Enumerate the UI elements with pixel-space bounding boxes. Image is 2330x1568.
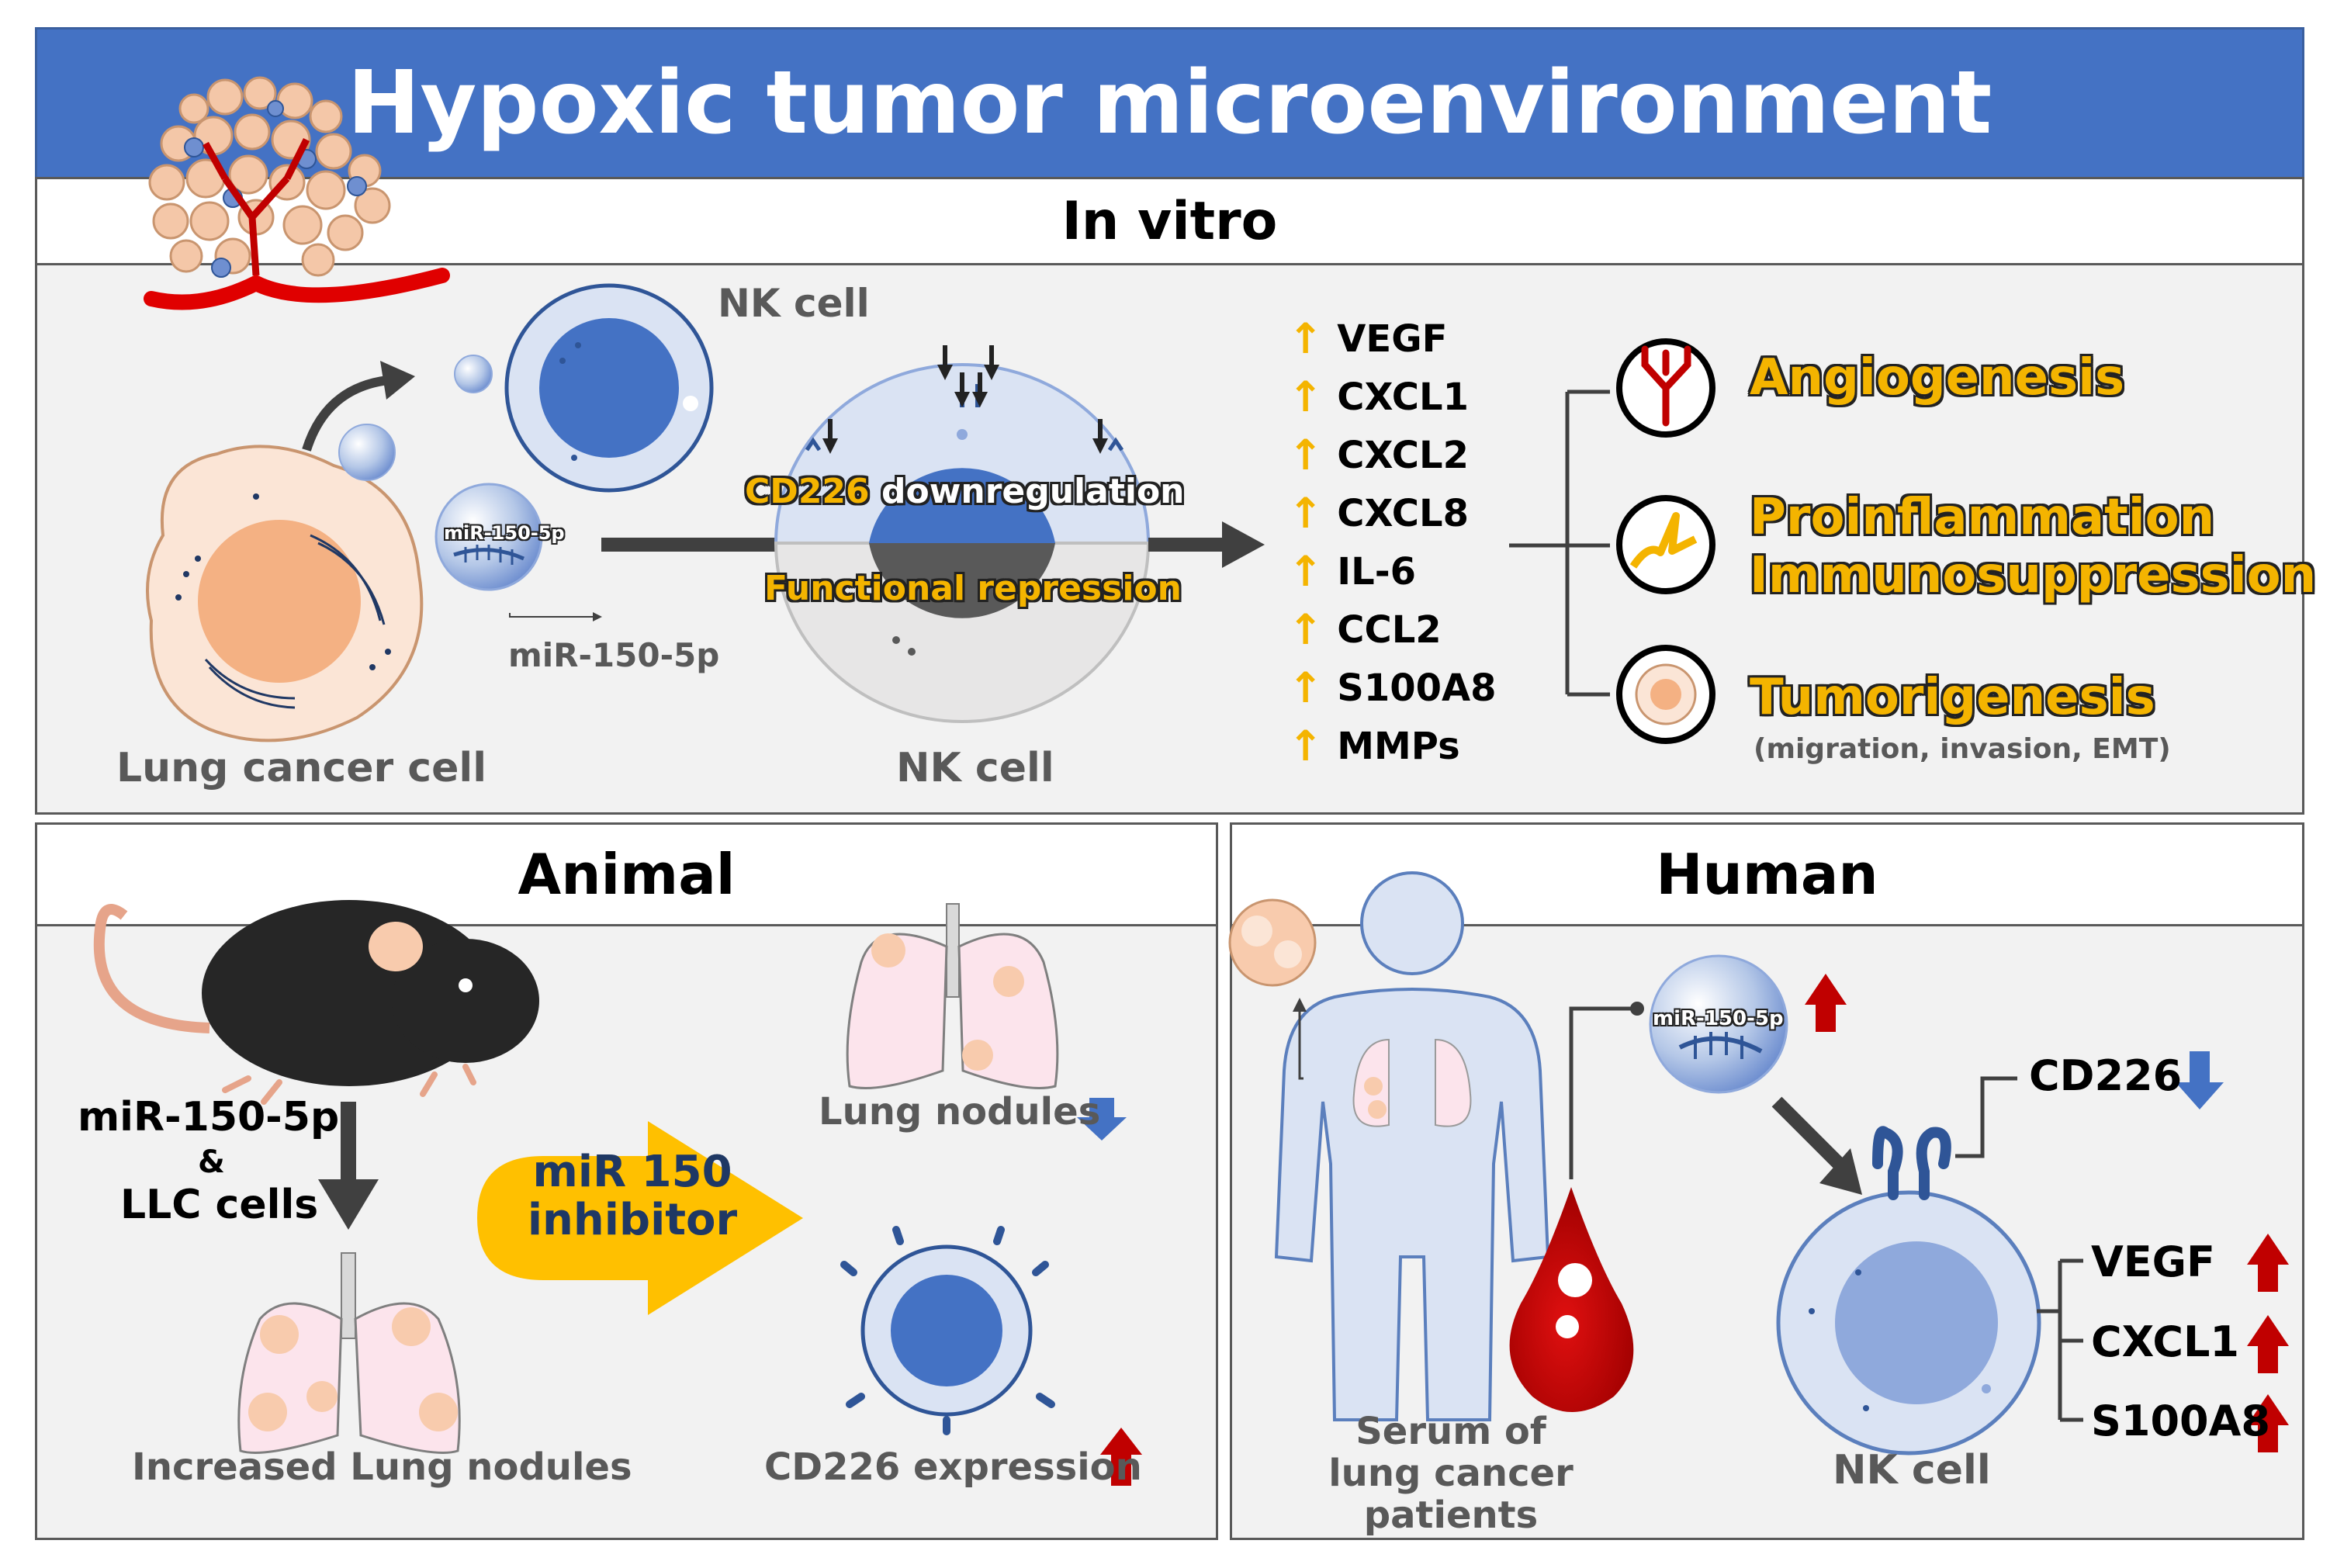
immunosuppression-label: Immunosuppression [1750, 547, 2317, 604]
gene-item: ↑CXCL1 [1288, 372, 1469, 421]
up-arrow-icon: ↑ [1288, 663, 1324, 712]
downregulation-word: downregulation [881, 472, 1185, 511]
nk-cell-icon [774, 345, 1151, 723]
cd226-downregulation-label: CD226 downregulation [745, 472, 1185, 511]
tumor-cluster-icon [1228, 898, 1317, 987]
up-arrow-icon [2247, 1315, 2289, 1373]
up-arrow-icon: ↑ [1288, 431, 1324, 479]
animal-llc-label: LLC cells [120, 1182, 319, 1228]
nk-cell-icon [840, 1226, 1055, 1435]
up-arrow-icon: ↑ [1288, 547, 1324, 596]
up-arrow-icon: ↑ [1288, 605, 1324, 654]
nk-cell-icon [1776, 1126, 2041, 1456]
tumorigenesis-note: (migration, invasion, EMT) [1754, 733, 2171, 765]
proinflammation-label: Proinflammation [1750, 489, 2215, 546]
gene-item: ↑MMPs [1288, 722, 1460, 770]
tumorigenesis-label: Tumorigenesis [1750, 669, 2155, 726]
lungs-icon [237, 1252, 461, 1454]
up-arrow-icon: ↑ [1288, 314, 1324, 363]
human-gene-s100a8: S100A8 [2091, 1397, 2270, 1445]
mirna-label: miR-150-5p [508, 636, 720, 674]
title-bar: Hypoxic tumor microenvironment [35, 27, 2304, 179]
mouse-icon [93, 900, 539, 1105]
blood-drop-icon [1509, 1187, 1634, 1412]
tumor-cluster-icon [144, 76, 450, 310]
in-vitro-header: In vitro [37, 179, 2302, 265]
lungs-icon [846, 903, 1059, 1089]
cd226-word: CD226 [745, 472, 870, 511]
human-gene-cxcl1: CXCL1 [2091, 1317, 2239, 1366]
up-arrow-icon: ↑ [1288, 372, 1324, 421]
angiogenesis-label: Angiogenesis [1750, 349, 2125, 407]
cd226-expression-label: CD226 expression [764, 1445, 1142, 1489]
up-arrow-icon [2247, 1394, 2289, 1452]
animal-ampersand: & [198, 1144, 225, 1180]
inhibitor-arrow [477, 1121, 803, 1315]
nk-cell-top-label: NK cell [718, 281, 870, 326]
lung-cancer-cell-icon [146, 445, 424, 742]
in-vitro-panel: In vitro [35, 177, 2304, 815]
exosome-icon [338, 355, 493, 481]
human-figure-icon [1274, 871, 1550, 1421]
down-arrow-icon [2176, 1051, 2224, 1109]
down-arrow-icon [1077, 1098, 1127, 1141]
gene-item: ↑IL-6 [1288, 547, 1417, 596]
lightning-icon [1616, 495, 1715, 594]
animal-mirna-label: miR-150-5p [78, 1094, 340, 1141]
gene-item: ↑CXCL8 [1288, 489, 1469, 538]
gene-item: ↑CCL2 [1288, 605, 1442, 654]
human-nk-cell-label: NK cell [1833, 1447, 1991, 1494]
exosome-icon [1649, 954, 1788, 1094]
gene-item: ↑S100A8 [1288, 663, 1497, 712]
functional-repression-label: Functional repression [764, 569, 1182, 608]
page-title: Hypoxic tumor microenvironment [347, 53, 1992, 154]
human-cd226-label: CD226 [2029, 1051, 2183, 1100]
increased-lung-nodules-label: Increased Lung nodules [132, 1445, 632, 1489]
exosome-icon [434, 483, 543, 591]
nk-cell-bottom-label: NK cell [896, 745, 1054, 791]
lung-nodules-label: Lung nodules [819, 1090, 1101, 1134]
up-arrow-icon [2247, 1234, 2289, 1292]
inhibitor-label: miR 150 inhibitor [527, 1147, 738, 1245]
lung-cancer-cell-label: Lung cancer cell [116, 745, 487, 791]
up-arrow-icon [1805, 974, 1847, 1032]
up-arrow-icon: ↑ [1288, 722, 1324, 770]
tumor-cell-icon [1616, 645, 1715, 744]
serum-label: Serum of lung cancer patients [1328, 1410, 1574, 1537]
gene-item: ↑VEGF [1288, 314, 1448, 363]
human-mirna-vesicle-label: miR-150-5p [1653, 1007, 1784, 1030]
nk-cell-icon [504, 283, 714, 493]
gene-item: ↑CXCL2 [1288, 431, 1469, 479]
up-arrow-icon [1100, 1428, 1142, 1486]
up-arrow-icon: ↑ [1288, 489, 1324, 538]
animal-header: Animal [37, 825, 1216, 926]
mirna-vesicle-label: miR-150-5p [444, 522, 565, 544]
human-gene-vegf: VEGF [2091, 1237, 2215, 1286]
blood-vessel-icon [1616, 338, 1715, 438]
